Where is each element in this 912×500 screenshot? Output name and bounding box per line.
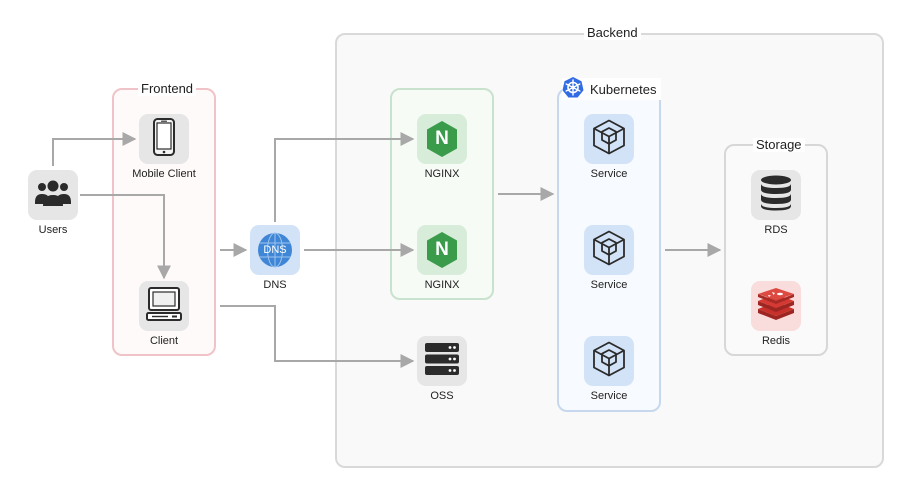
- dns-badge-text: DNS: [263, 244, 287, 256]
- nginx-bottom-node[interactable]: N: [417, 225, 467, 275]
- nginx-logo-glyph: N: [435, 239, 449, 260]
- oss-node[interactable]: [417, 336, 467, 386]
- rds-label: RDS: [764, 224, 788, 236]
- users-icon: [35, 178, 71, 213]
- cube-icon: [592, 230, 626, 271]
- service-3-node[interactable]: [584, 336, 634, 386]
- mobile-client-node[interactable]: [139, 114, 189, 164]
- arrow-users-to-client: [80, 194, 171, 280]
- frontend-group-label: Frontend: [138, 82, 197, 96]
- nginx-logo-icon: N: [425, 231, 459, 269]
- arrow-users-to-mobile-client: [52, 132, 137, 166]
- dns-label: DNS: [263, 279, 287, 291]
- kubernetes-logo-icon: [562, 76, 584, 103]
- nginx-top-node[interactable]: N: [417, 114, 467, 164]
- server-rack-icon: [424, 342, 460, 381]
- arrow-client-to-oss: [220, 305, 415, 368]
- rds-node[interactable]: [751, 170, 801, 220]
- redis-label: Redis: [761, 335, 791, 347]
- service-1-label: Service: [590, 168, 628, 180]
- cube-icon: [592, 119, 626, 160]
- service-3-label: Service: [590, 390, 628, 402]
- arrow-dns-to-nginx-top: [274, 132, 415, 222]
- service-2-label: Service: [590, 279, 628, 291]
- smartphone-icon: [152, 117, 176, 161]
- storage-group-label: Storage: [753, 138, 805, 152]
- nginx-top-label: NGINX: [424, 168, 460, 180]
- backend-group-label: Backend: [584, 26, 641, 40]
- redis-logo-icon: [757, 287, 795, 325]
- desktop-computer-icon: [146, 286, 182, 327]
- service-1-node[interactable]: [584, 114, 634, 164]
- kubernetes-group-header: Kubernetes: [562, 76, 661, 103]
- nginx-bottom-label: NGINX: [424, 279, 460, 291]
- nginx-logo-icon: N: [425, 120, 459, 158]
- client-label: Client: [149, 335, 179, 347]
- mobile-client-label: Mobile Client: [132, 168, 196, 180]
- users-node[interactable]: [28, 170, 78, 220]
- client-node[interactable]: [139, 281, 189, 331]
- service-2-node[interactable]: [584, 225, 634, 275]
- nginx-logo-glyph: N: [435, 128, 449, 149]
- kubernetes-group-label: Kubernetes: [590, 81, 657, 97]
- redis-node[interactable]: [751, 281, 801, 331]
- cube-icon: [592, 341, 626, 382]
- users-label: Users: [38, 224, 68, 236]
- database-icon: [760, 175, 792, 216]
- oss-label: OSS: [430, 390, 454, 402]
- dns-globe-icon: DNS: [257, 232, 293, 268]
- dns-node[interactable]: DNS: [250, 225, 300, 275]
